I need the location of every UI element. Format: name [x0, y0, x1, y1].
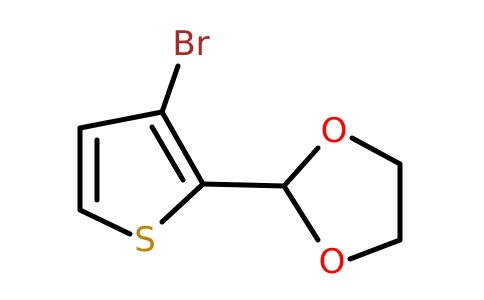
oxygen-top-label: O [321, 111, 348, 151]
bond-s-c2 [159, 181, 206, 225]
bond-c2-acetal [200, 181, 287, 189]
bond-ch2-o-bottom [347, 237, 403, 262]
oxygen-bottom-label: O [319, 242, 346, 282]
thiophene-ring [77, 109, 206, 237]
bond-c5-s [77, 207, 133, 237]
bond-c3-br [159, 63, 181, 115]
bond-c2-c3-inner [149, 124, 186, 183]
sulfur-label: S [134, 220, 156, 260]
bond-acetal-o-top [281, 145, 321, 189]
bond-o-top-ch2 [349, 135, 403, 167]
bond-c3-c4 [77, 109, 165, 131]
bond-o-bottom-acetal [281, 183, 321, 243]
dioxolane-ring [281, 135, 403, 262]
bond-c2-c3 [159, 109, 206, 187]
bromine-label: Br [172, 24, 209, 64]
